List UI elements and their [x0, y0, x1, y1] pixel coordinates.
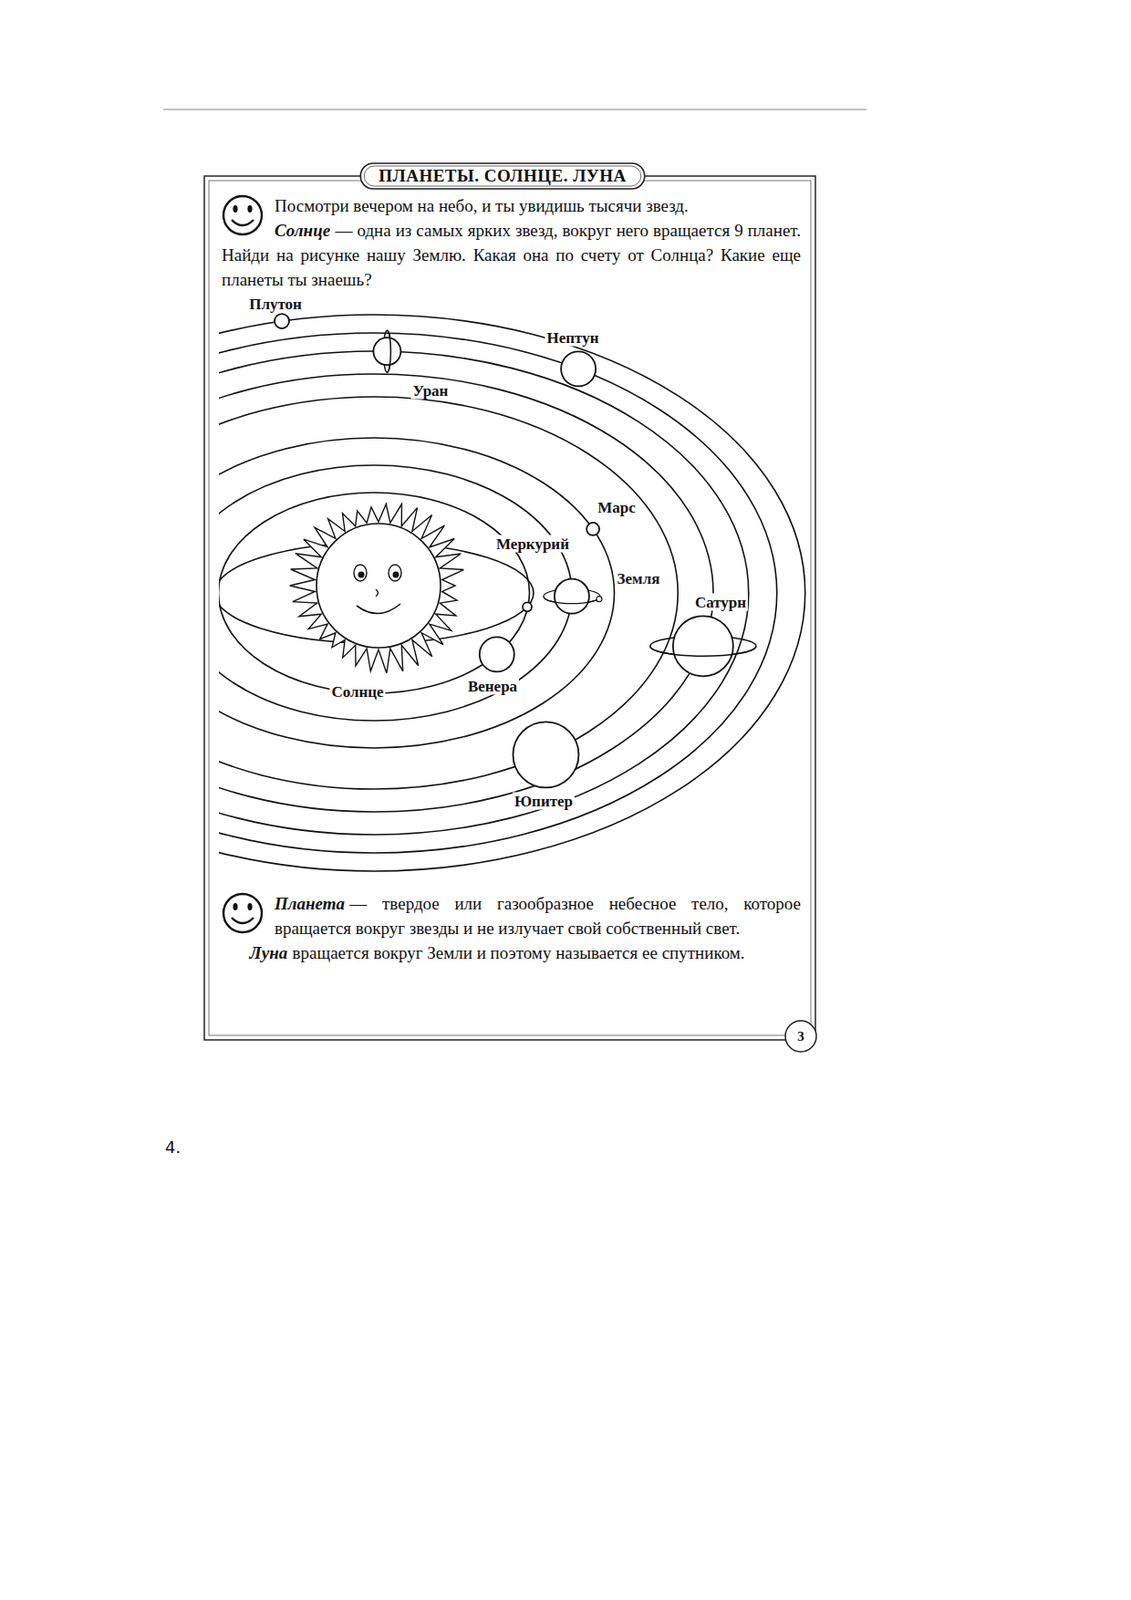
smiley-eye — [247, 902, 252, 911]
planet-body — [673, 615, 734, 676]
planet-body — [586, 522, 600, 536]
sun-drawing — [290, 503, 465, 673]
text-line: Лунавращается вокруг Земли и поэтому наз… — [221, 940, 801, 965]
smiley-mouth — [231, 917, 254, 924]
sun-label: Солнце — [329, 683, 385, 701]
planet-label: Уран — [411, 382, 451, 400]
orbit-line — [218, 332, 778, 853]
planet-body — [274, 313, 290, 329]
icon-spacer — [221, 193, 275, 241]
planet-label: Земля — [615, 570, 663, 588]
body-text: вращается вокруг Земли и поэтому называе… — [292, 943, 746, 963]
sun-pupil — [393, 571, 400, 579]
planet-body — [512, 721, 579, 788]
sun-body — [316, 523, 441, 648]
term-word: Планета — [274, 893, 345, 914]
planet-label: Венера — [466, 677, 519, 696]
smiley-icon — [223, 893, 262, 933]
term-word: Солнце — [274, 220, 331, 240]
planet-label: Меркурий — [494, 535, 571, 553]
sun-eye — [353, 564, 367, 582]
smiley-face — [223, 196, 262, 235]
term-word: Луна — [249, 943, 288, 963]
title-pill-outer — [360, 163, 644, 189]
orbit-line — [218, 314, 806, 872]
planet — [274, 313, 290, 329]
planet-label: Нептун — [545, 329, 602, 347]
planet — [586, 522, 600, 536]
planet — [512, 721, 579, 788]
orbit-group — [218, 314, 806, 872]
sun-mouth — [356, 603, 401, 614]
moon — [596, 596, 602, 602]
orbit-line — [218, 492, 530, 694]
orbit-line — [218, 437, 615, 748]
moon-orbit-front — [543, 596, 601, 604]
planet-label: Сатурн — [693, 593, 748, 612]
sun-rays — [290, 503, 465, 673]
icon-spacer — [221, 891, 275, 939]
sun-nose — [375, 589, 379, 597]
planet-body — [554, 579, 590, 614]
title-pill-inner — [363, 166, 641, 187]
text-line: Солнце— одна из самых ярких звезд, вокру… — [221, 217, 801, 292]
planet — [373, 330, 401, 373]
page-number-circle — [785, 1020, 817, 1052]
page-number: 3 — [795, 1027, 807, 1046]
orbit-line — [218, 351, 749, 835]
planet-body — [373, 337, 401, 365]
planet — [522, 601, 532, 612]
planet-label: Плутон — [247, 295, 304, 313]
body-text: — твердое или газообразное небесное тело… — [274, 893, 801, 938]
body-text: Посмотри вечером на небо, и ты увидишь т… — [274, 196, 689, 216]
header-rule — [163, 108, 867, 110]
intro-text: Посмотри вечером на небо, и ты увидишь т… — [221, 193, 801, 292]
page-frame-inner — [208, 180, 811, 1036]
text-line: Посмотри вечером на небо, и ты увидишь т… — [221, 193, 801, 218]
smiley-eye — [232, 205, 238, 213]
text-line: Планета— твердое или газообразное небесн… — [221, 891, 801, 941]
planet-body — [522, 601, 532, 612]
planet-body — [560, 351, 596, 386]
smiley-icon — [223, 196, 262, 235]
page-frame — [204, 176, 816, 1040]
item-number: 4. — [163, 1138, 183, 1156]
planet-body — [479, 636, 515, 672]
smiley-eye — [232, 902, 238, 911]
smiley-mouth — [231, 219, 254, 226]
sun-eye — [388, 564, 402, 582]
planet — [479, 636, 515, 672]
title-pill — [360, 163, 644, 189]
orbit-line — [218, 396, 678, 789]
definition-text: Планета— твердое или газообразное небесн… — [221, 891, 801, 965]
planet-ring-front — [650, 645, 757, 656]
smiley-eye — [247, 205, 252, 213]
planet — [543, 579, 602, 614]
orbit-line — [218, 373, 714, 812]
planet-label: Юпитер — [512, 792, 575, 810]
planet — [650, 615, 757, 676]
page-title: ПЛАНЕТЫ. СОЛНЦЕ. ЛУНА — [378, 166, 626, 187]
planet-ring-front — [386, 330, 391, 373]
orbit-line — [218, 465, 572, 721]
planet-group — [274, 313, 757, 788]
smiley-face — [223, 893, 262, 933]
sun-pupil — [358, 571, 365, 579]
planet-label: Марс — [595, 498, 638, 517]
planet — [560, 351, 596, 386]
